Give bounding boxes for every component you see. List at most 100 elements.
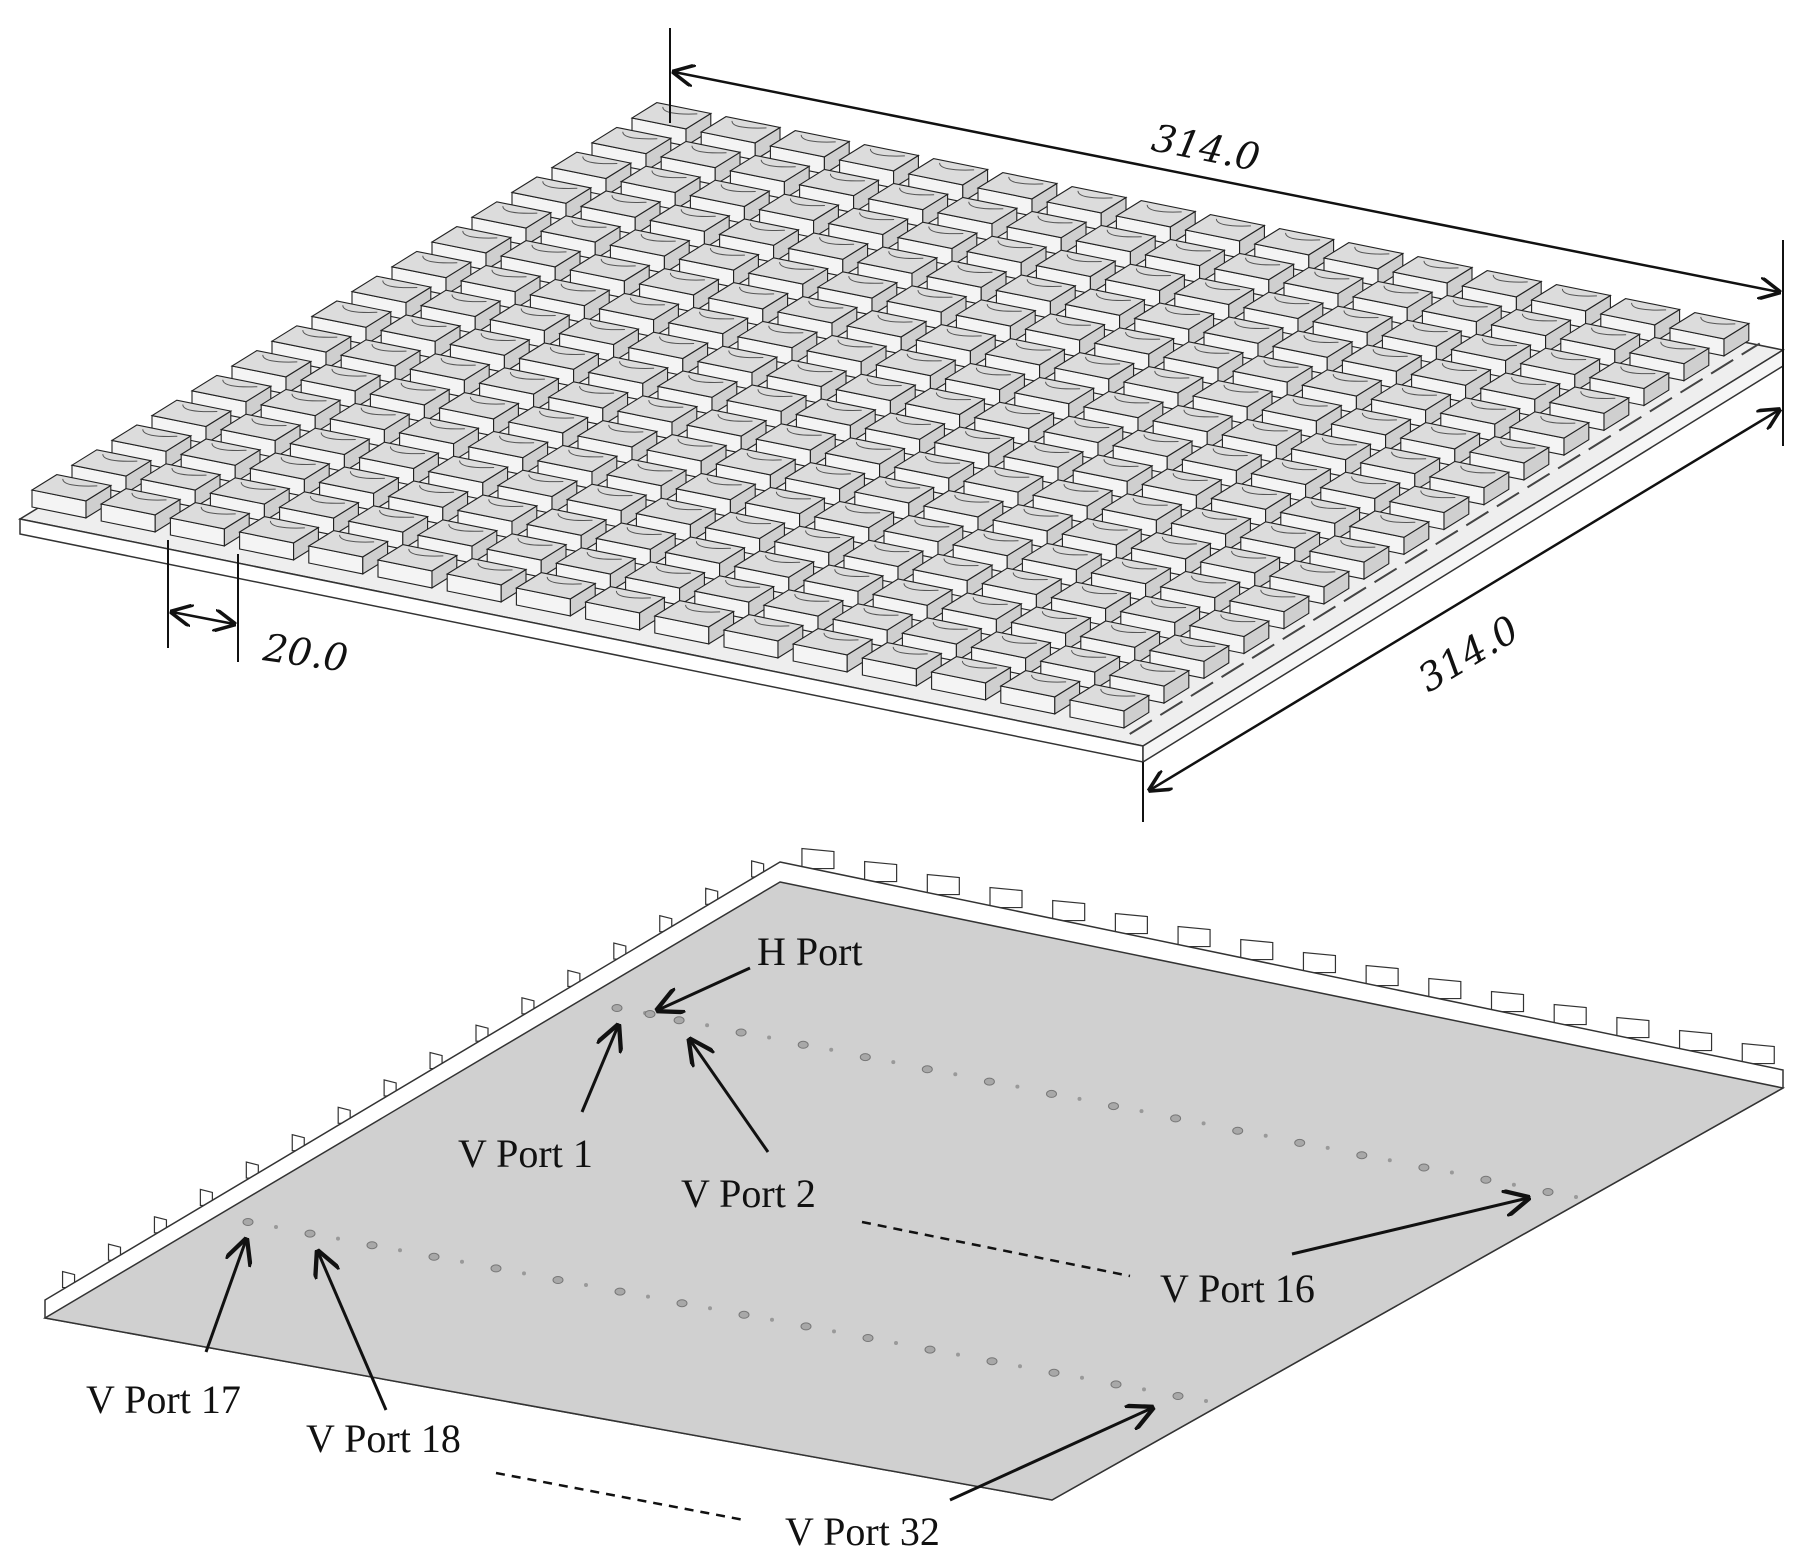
element-top-face: [514, 572, 597, 600]
element-slot-curve: [211, 443, 247, 451]
v-port-dot-lower: [242, 1218, 254, 1226]
back-edge-element: [1741, 1042, 1775, 1065]
element-slot-curve: [615, 590, 651, 599]
v-port-dot-lower: [862, 1334, 874, 1342]
element-top-face: [248, 452, 331, 480]
antenna-element: [459, 264, 542, 310]
antenna-element: [733, 550, 816, 596]
v-port-dot-lower: [428, 1252, 440, 1261]
back-edge-element: [1052, 899, 1086, 922]
label-v-port-2: V Port 2: [681, 1171, 816, 1216]
element-top-face: [259, 388, 342, 417]
element-slot-curve: [622, 131, 658, 140]
antenna-element: [765, 359, 848, 405]
antenna-element: [656, 370, 739, 416]
element-top-face: [1042, 415, 1125, 444]
v-port-dot-lower-secondary: [646, 1294, 650, 1299]
element-slot-curve: [1071, 649, 1107, 658]
element-slot-curve: [746, 452, 782, 461]
element-top-face: [387, 480, 470, 508]
element-slot-curve: [863, 607, 899, 616]
v-port-dot-upper-secondary: [705, 1023, 710, 1028]
element-slot-curve: [805, 530, 841, 539]
element-slot-curve: [695, 541, 731, 549]
element-slot-curve: [986, 303, 1022, 312]
element-top-face: [584, 586, 666, 614]
element-slot-curve: [699, 311, 735, 320]
element-slot-curve: [1631, 302, 1667, 311]
element-slot-curve: [408, 548, 444, 557]
element-top-face: [390, 250, 473, 279]
element-top-face: [459, 264, 542, 293]
antenna-element: [1380, 319, 1463, 365]
v-port-dot-upper: [1418, 1163, 1430, 1172]
antenna-element: [584, 586, 666, 631]
v-port-dot-upper: [983, 1077, 995, 1086]
element-top-face: [190, 374, 273, 403]
v-port-dot-lower-secondary: [460, 1259, 464, 1264]
element-slot-curve: [1114, 395, 1150, 404]
element-slot-curve: [786, 427, 822, 436]
antenna-element: [685, 409, 768, 455]
element-top-face: [616, 395, 699, 423]
element-top-face: [350, 275, 433, 304]
element-slot-curve: [677, 438, 713, 447]
element-top-face: [853, 476, 936, 504]
antenna-element: [230, 350, 313, 395]
element-top-face: [773, 525, 856, 554]
element-top-face: [624, 561, 706, 589]
element-slot-curve: [855, 441, 891, 450]
antenna-element: [536, 444, 619, 490]
back-edge-element: [1365, 964, 1399, 987]
element-slot-curve: [935, 392, 971, 401]
antenna-element: [318, 466, 400, 512]
v-port-dot-lower: [366, 1241, 378, 1250]
element-slot-curve: [1194, 345, 1230, 354]
element-slot-curve: [1401, 387, 1437, 396]
antenna-element: [1340, 344, 1423, 390]
element-top-face: [1490, 308, 1572, 337]
element-top-face: [991, 504, 1074, 532]
v-port-dot-lower-secondary: [1080, 1375, 1084, 1380]
element-top-face: [238, 516, 320, 544]
element-top-face: [488, 303, 571, 332]
back-edge-element: [1240, 938, 1274, 961]
v-port-dot-lower: [614, 1287, 626, 1296]
element-slot-curve: [1085, 356, 1121, 365]
element-top-face: [358, 441, 440, 470]
back-edge-element: [989, 886, 1023, 909]
element-top-face: [999, 670, 1082, 698]
element-top-face: [834, 373, 917, 402]
back-edge-element: [926, 873, 960, 896]
element-slot-curve: [1332, 373, 1368, 382]
antenna-element: [30, 474, 113, 519]
element-slot-curve: [342, 305, 378, 313]
element-slot-curve: [1372, 349, 1408, 357]
element-slot-curve: [1452, 299, 1488, 308]
antenna-element: [478, 367, 560, 413]
element-top-face: [704, 511, 786, 540]
v-port-dot-upper: [1232, 1126, 1244, 1135]
element-slot-curve: [688, 375, 724, 383]
element-slot-curve: [768, 325, 804, 334]
element-top-face: [1050, 581, 1132, 610]
element-top-face: [722, 614, 805, 642]
element-slot-curve: [794, 593, 830, 602]
element-slot-curve: [972, 597, 1008, 605]
element-slot-curve: [571, 219, 607, 228]
element-slot-curve: [1234, 321, 1270, 329]
element-slot-curve: [735, 516, 771, 525]
element-top-face: [951, 528, 1034, 557]
element-slot-curve: [531, 244, 567, 253]
element-slot-curve: [837, 339, 873, 348]
element-top-face: [478, 367, 560, 395]
element-slot-curve: [1303, 335, 1339, 343]
bottom-ground-view: H Port V Port 1 V Port 2 V Port 16 V Por…: [42, 847, 1786, 1554]
element-slot-curve: [629, 297, 665, 306]
element-slot-curve: [488, 499, 524, 507]
antenna-element: [754, 423, 837, 469]
element-top-face: [1588, 361, 1671, 390]
v-port-dot-upper-secondary: [1574, 1195, 1578, 1199]
element-slot-curve: [932, 621, 968, 630]
element-top-face: [762, 589, 845, 617]
